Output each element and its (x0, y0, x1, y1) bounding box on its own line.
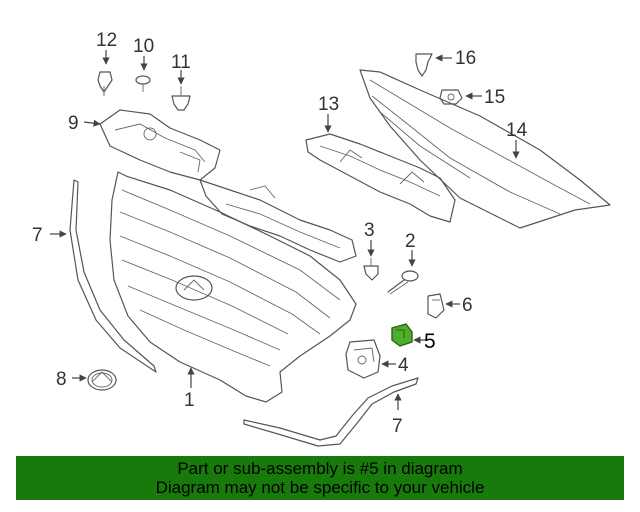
callout-15: 15 (484, 87, 505, 108)
banner-line-2: Diagram may not be specific to your vehi… (155, 478, 485, 497)
info-banner: Part or sub-assembly is #5 in diagram Di… (16, 456, 624, 500)
part-9-bracket (99, 109, 357, 263)
callout-16: 16 (455, 48, 476, 69)
part-1-grille (109, 171, 357, 403)
part-4-bracket (345, 339, 381, 379)
callout-4: 4 (398, 355, 409, 376)
callout-10: 10 (133, 36, 154, 57)
part-7-molding-left (69, 179, 157, 373)
part-12-clip (97, 71, 113, 96)
parts-diagram: 12 10 11 16 15 9 (32, 30, 611, 447)
callout-1: 1 (184, 390, 195, 411)
callout-3: 3 (364, 220, 375, 241)
part-2-screw (387, 270, 419, 295)
part-7-molding-lower (243, 377, 419, 447)
callout-9: 9 (68, 113, 79, 134)
callout-12: 12 (96, 30, 117, 51)
part-6-clip (427, 293, 445, 319)
part-5-clip-highlighted (391, 323, 413, 347)
part-13-bracket (305, 133, 456, 223)
callout-5: 5 (424, 330, 436, 353)
part-10-clip (135, 75, 151, 92)
callout-7-lower: 7 (392, 416, 403, 437)
part-14-panel (359, 69, 611, 229)
callout-2: 2 (405, 231, 416, 252)
callout-14: 14 (506, 120, 528, 141)
callout-8: 8 (56, 369, 67, 390)
part-16-clip (415, 53, 433, 77)
part-8-emblem (87, 369, 117, 391)
callout-11: 11 (171, 52, 191, 73)
part-3-clip (363, 258, 379, 281)
banner-line-1: Part or sub-assembly is #5 in diagram (177, 459, 463, 478)
callout-7-left: 7 (32, 225, 43, 246)
part-11-retainer (171, 86, 191, 111)
part-15-nut (439, 89, 463, 105)
callout-6: 6 (462, 295, 473, 316)
callout-13: 13 (318, 94, 339, 115)
